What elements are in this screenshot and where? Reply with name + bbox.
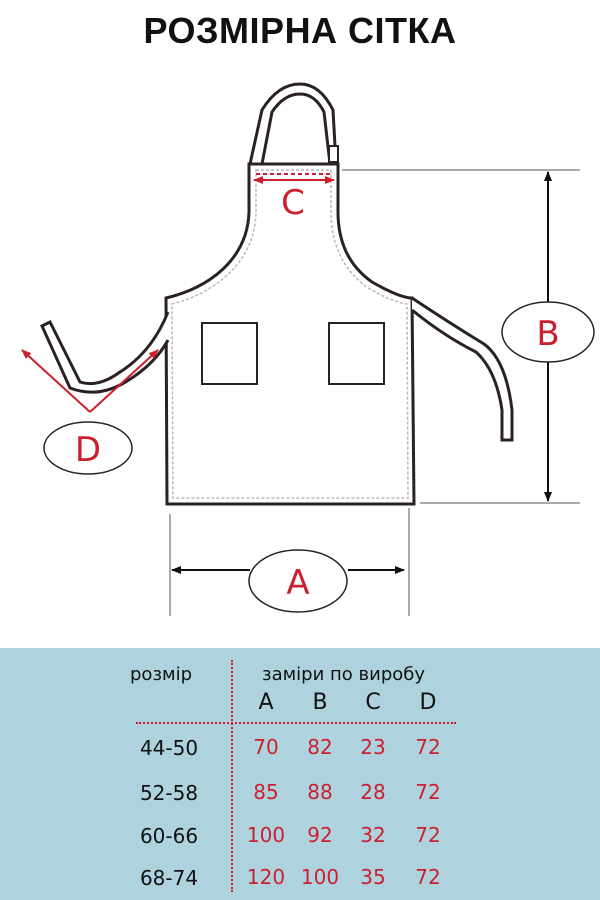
row-size: 44-50 <box>139 736 199 760</box>
b-bubble <box>501 301 595 363</box>
apron-diagram: C B A D <box>21 82 595 616</box>
row-size: 52-58 <box>139 781 199 805</box>
neck-strap-inner <box>260 92 332 165</box>
measure-header: заміри по виробу <box>262 664 426 685</box>
size-header: розмір <box>130 664 193 685</box>
neck-strap <box>248 82 338 165</box>
row-value: 72 <box>415 823 441 847</box>
row-value: 23 <box>360 735 386 759</box>
pocket-right <box>328 322 385 385</box>
label-c: C <box>281 183 305 223</box>
page-title: РОЗМІРНА СІТКА <box>143 10 457 51</box>
column-header-a: A <box>258 690 274 715</box>
column-header-d: D <box>419 690 437 715</box>
d-arrow-left <box>21 349 91 413</box>
row-value: 35 <box>360 865 386 889</box>
row-value: 72 <box>415 865 441 889</box>
row-value: 70 <box>253 735 279 759</box>
label-d: D <box>75 430 101 470</box>
row-value: 32 <box>360 823 386 847</box>
apron-body <box>164 162 416 506</box>
row-value: 82 <box>307 735 333 759</box>
column-header-c: C <box>365 690 381 715</box>
row-value: 72 <box>415 780 441 804</box>
column-header-b: B <box>312 690 328 715</box>
waist-tie-left <box>40 311 170 394</box>
d-bubble <box>43 421 133 475</box>
row-value: 120 <box>246 865 286 889</box>
strap-buckle <box>328 145 339 163</box>
label-b: B <box>536 314 559 354</box>
row-value: 28 <box>360 780 386 804</box>
waist-tie-right <box>411 296 514 442</box>
row-value: 85 <box>253 780 279 804</box>
row-value: 100 <box>246 823 286 847</box>
pocket-left <box>201 322 258 385</box>
column-divider <box>231 660 233 892</box>
row-value: 88 <box>307 780 333 804</box>
row-size: 68-74 <box>139 866 199 890</box>
row-value: 72 <box>415 735 441 759</box>
row-size: 60-66 <box>139 824 199 848</box>
row-value: 100 <box>300 865 340 889</box>
d-arrow-right <box>89 349 159 413</box>
header-divider <box>136 722 456 724</box>
size-table <box>0 648 600 900</box>
a-bubble <box>248 549 348 613</box>
row-value: 92 <box>307 823 333 847</box>
label-a: A <box>286 563 309 603</box>
